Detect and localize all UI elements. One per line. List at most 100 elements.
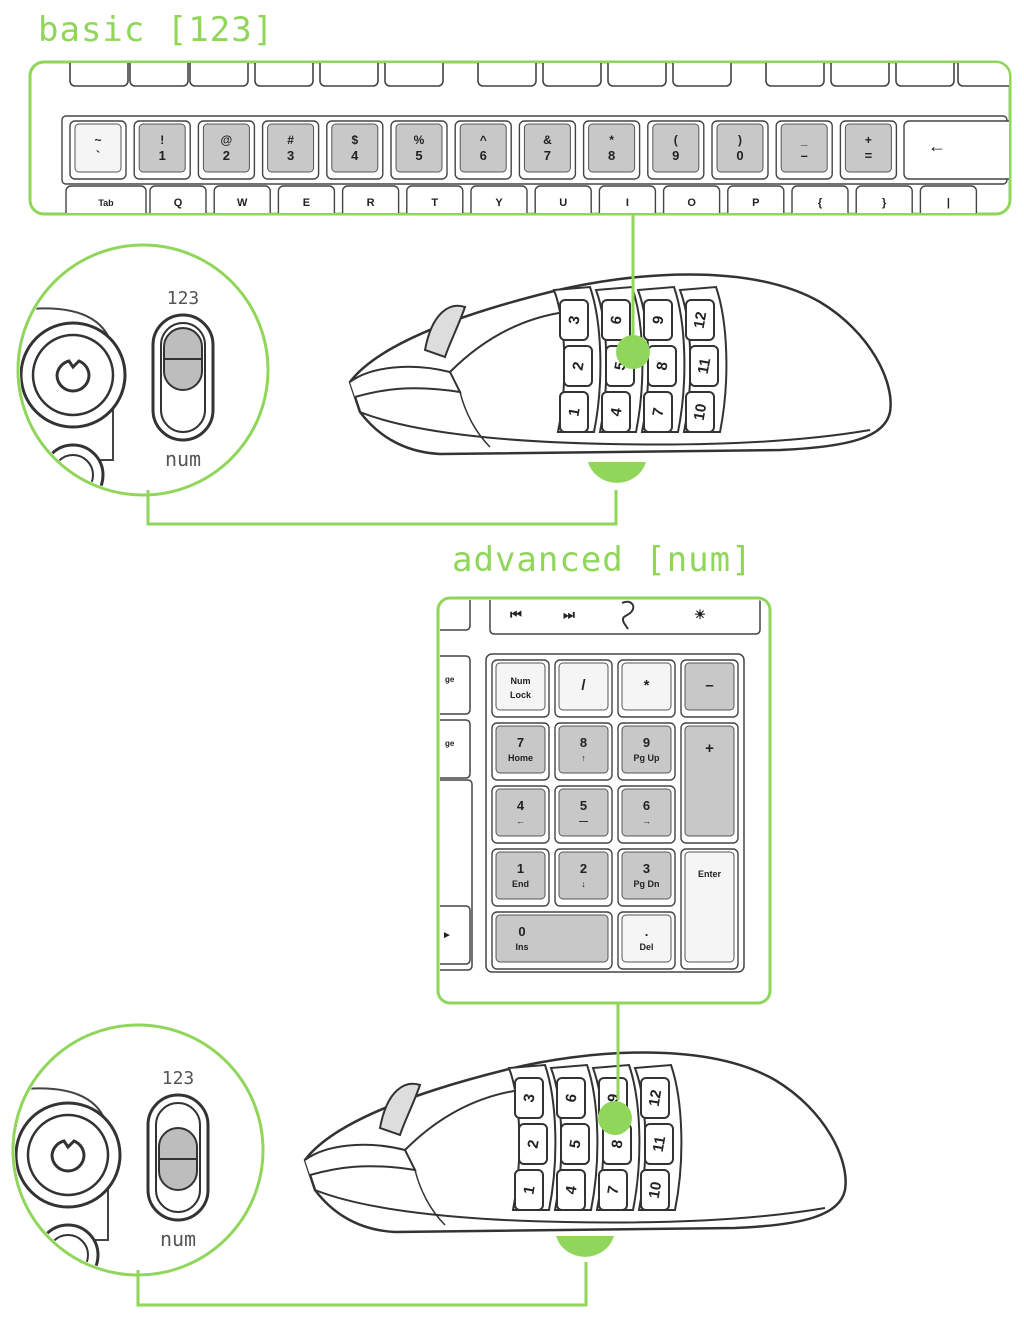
number-key-cap bbox=[395, 123, 443, 173]
qwerty-key bbox=[791, 185, 849, 213]
thumb-button-column: 654 bbox=[549, 1063, 599, 1211]
number-key-bottom-label: 4 bbox=[351, 148, 359, 163]
numpad-key-sub-label: → bbox=[642, 816, 651, 826]
thumb-button-label: 11 bbox=[695, 357, 714, 376]
thumb-button-label: 7 bbox=[604, 1185, 622, 1196]
mouse-bottom-edge bbox=[359, 411, 871, 446]
numpad-key-main-label: 7 bbox=[517, 735, 524, 750]
thumb-button-label: 1 bbox=[520, 1185, 538, 1196]
thumb-button-label: 3 bbox=[565, 315, 583, 326]
qwerty-key-label: Tab bbox=[98, 198, 114, 208]
number-key-2: @2 bbox=[197, 120, 256, 180]
number-key-–: _– bbox=[775, 120, 833, 180]
function-row-key bbox=[765, 63, 825, 87]
qwerty-key-label: W bbox=[237, 197, 248, 209]
qwerty-key-label: O bbox=[687, 197, 696, 209]
number-key-0: )0 bbox=[711, 120, 769, 180]
basic-mode-title: basic [123] bbox=[38, 10, 275, 50]
numpad-key: / bbox=[554, 659, 613, 718]
thumb-button-label: 2 bbox=[524, 1139, 542, 1150]
number-key-3: #3 bbox=[261, 120, 320, 180]
thumb-button bbox=[643, 391, 673, 433]
numpad-key-cap bbox=[558, 725, 609, 774]
qwerty-key bbox=[598, 185, 657, 213]
numpad-key: 3Pg Dn bbox=[617, 848, 676, 907]
thumb-button bbox=[685, 299, 715, 341]
function-row-key bbox=[129, 63, 189, 87]
numpad-key-cap bbox=[495, 662, 546, 711]
number-key-bottom-label: ` bbox=[96, 148, 100, 163]
number-key-bottom-label: 5 bbox=[415, 148, 422, 163]
thumb-button-column: 321 bbox=[552, 285, 602, 433]
razer-logo-icon bbox=[55, 359, 91, 393]
connector-bracket-advanced bbox=[136, 1262, 588, 1307]
thumb-button-label: 11 bbox=[650, 1135, 669, 1154]
number-key-bottom-label: 7 bbox=[544, 148, 551, 163]
numpad-key: 8↑ bbox=[554, 722, 613, 781]
qwerty-key-label: Y bbox=[495, 197, 503, 209]
function-row-key bbox=[319, 63, 379, 87]
thumb-button-column: 987 bbox=[636, 285, 686, 433]
razer-logo-icon bbox=[50, 1139, 86, 1173]
number-key-8: *8 bbox=[582, 120, 641, 180]
numpad-key-main-label: + bbox=[705, 740, 714, 757]
thumb-button bbox=[685, 391, 715, 433]
number-key-cap bbox=[844, 123, 892, 173]
thumb-button bbox=[598, 1169, 628, 1211]
numpad-key-main-label: 5 bbox=[580, 798, 587, 813]
thumb-button-label: 7 bbox=[649, 407, 667, 418]
media-key-icon: ⏮ bbox=[510, 607, 522, 622]
numpad-key-cap bbox=[621, 914, 672, 963]
mouse-button-seam bbox=[404, 1089, 521, 1151]
number-key-cap bbox=[523, 123, 571, 173]
numpad-key-main-label: – bbox=[705, 677, 713, 694]
profile-button-ring bbox=[26, 1113, 110, 1197]
numpad-key: 5— bbox=[554, 785, 613, 844]
number-key-bottom-label: 9 bbox=[672, 148, 679, 163]
scroll-wheel bbox=[378, 1082, 422, 1137]
number-key-=: += bbox=[839, 120, 898, 180]
number-key-cap bbox=[138, 123, 186, 173]
numpad-key-main-label: Num bbox=[511, 676, 531, 686]
number-key-cap bbox=[588, 123, 636, 173]
number-key-bottom-label: 0 bbox=[736, 148, 743, 163]
thumb-button bbox=[647, 345, 677, 387]
number-key-`: ~` bbox=[69, 120, 127, 180]
numpad-key-main-label: 3 bbox=[643, 861, 650, 876]
highlight-dot-advanced bbox=[598, 1101, 632, 1135]
media-strip bbox=[489, 600, 761, 635]
numpad-key-sub-label: Home bbox=[508, 753, 533, 763]
thumb-button-label: 10 bbox=[646, 1180, 666, 1199]
razer-snake-icon bbox=[621, 600, 635, 630]
numpad-key-main-label: 9 bbox=[643, 735, 650, 750]
number-key-top-label: & bbox=[543, 133, 552, 147]
numpad-key-cap bbox=[558, 662, 609, 711]
numpad-key-main-label: 4 bbox=[517, 798, 525, 813]
nav-side-key bbox=[440, 719, 471, 779]
numpad-key: + bbox=[680, 722, 739, 844]
mouse-bottom-edge bbox=[314, 1189, 826, 1224]
number-key-bottom-label: 8 bbox=[608, 148, 615, 163]
backspace-arrow: ← bbox=[928, 136, 946, 156]
qwerty-key bbox=[277, 185, 336, 213]
switch-pointer-advanced bbox=[556, 1236, 614, 1257]
number-key-bottom-label: 6 bbox=[480, 148, 487, 163]
qwerty-key bbox=[406, 185, 464, 213]
number-key-top-label: * bbox=[609, 133, 614, 147]
number-key-bottom-label: 1 bbox=[159, 148, 166, 163]
qwerty-key-label: Q bbox=[174, 197, 183, 209]
numpad-key-sub-label: End bbox=[512, 879, 529, 889]
thumb-button-label: 9 bbox=[604, 1093, 622, 1104]
thumb-button-label: 10 bbox=[691, 402, 711, 421]
number-key-top-label: ! bbox=[160, 133, 164, 147]
numpad-key-cap bbox=[684, 662, 735, 711]
thumb-button-label: 8 bbox=[653, 361, 671, 372]
numpad-key-cap bbox=[621, 851, 672, 900]
numpad-key-main-label: 8 bbox=[580, 735, 587, 750]
numpad-key-cap bbox=[495, 851, 546, 900]
